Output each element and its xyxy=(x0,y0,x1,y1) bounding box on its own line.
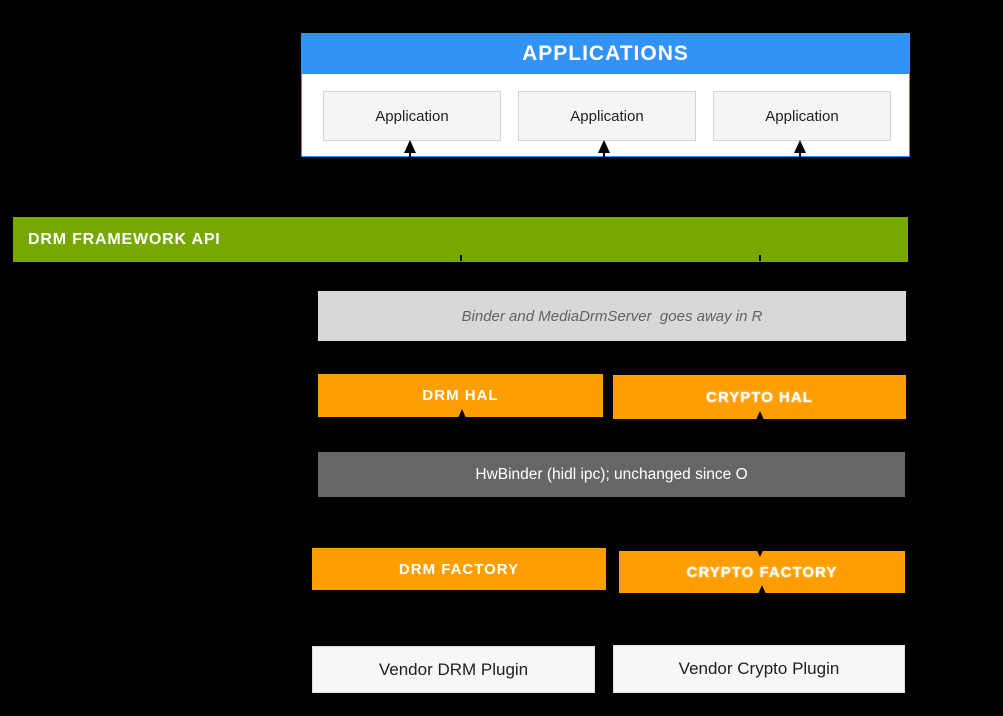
binder-note-bar: Binder and MediaDrmServer goes away in R xyxy=(318,291,906,341)
arrow-shaft xyxy=(377,192,379,217)
drm-factory-box: DRM FACTORY xyxy=(312,548,606,590)
vendor-crypto-plugin-box: Vendor Crypto Plugin xyxy=(613,645,905,693)
applications-container: APPLICATIONS Application Application App… xyxy=(301,33,910,157)
arrow-shaft xyxy=(603,192,605,217)
application-box-2: Application xyxy=(518,91,696,141)
application-box-1: Application xyxy=(323,91,501,141)
drm-framework-api-bar: DRM FRAMEWORK API xyxy=(13,217,908,262)
drm-factory-label: DRM FACTORY xyxy=(398,560,520,578)
drm-hal-label: DRM HAL xyxy=(422,387,499,404)
arrow-up-icon xyxy=(404,140,416,153)
arrow-up-icon xyxy=(458,409,466,418)
arrow-shaft xyxy=(603,153,605,178)
arrow-up-icon xyxy=(598,140,610,153)
arrow-up-icon xyxy=(758,585,766,594)
arrow-down-icon xyxy=(756,548,764,557)
applications-header: APPLICATIONS xyxy=(302,34,909,74)
hwbinder-bar: HwBinder (hidl ipc); unchanged since O xyxy=(318,452,905,497)
arrow-shaft xyxy=(409,153,411,178)
arrow-up-icon xyxy=(756,411,764,420)
crypto-factory-label: CRYPTO FACTORY xyxy=(686,563,838,581)
application-box-3: Application xyxy=(713,91,891,141)
arrow-up-icon xyxy=(794,140,806,153)
arrow-shaft xyxy=(836,192,838,217)
arrow-shaft xyxy=(799,153,801,178)
crypto-hal-label: CRYPTO HAL xyxy=(706,388,813,406)
vendor-drm-plugin-box: Vendor DRM Plugin xyxy=(312,646,595,693)
drm-framework-api-label: DRM FRAMEWORK API xyxy=(28,230,221,248)
